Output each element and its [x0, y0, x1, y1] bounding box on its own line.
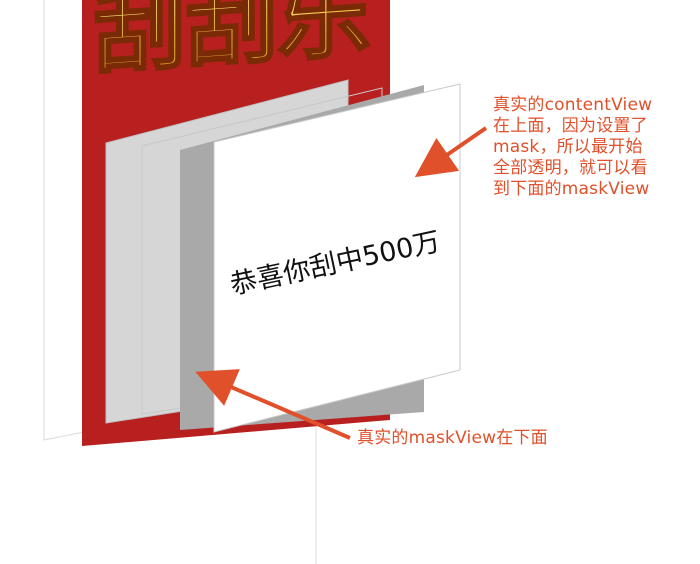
mask-view-arrow: [195, 369, 351, 440]
content-view-annotation: 真实的contentView 在上面，因为设置了 mask，所以最开始 全部透明…: [493, 95, 653, 199]
content-view-arrow: [414, 126, 488, 178]
content-view-panel: [213, 83, 461, 433]
mask-view-annotation: 真实的maskView在下面: [357, 428, 548, 448]
window-outline-back: [43, 0, 85, 441]
